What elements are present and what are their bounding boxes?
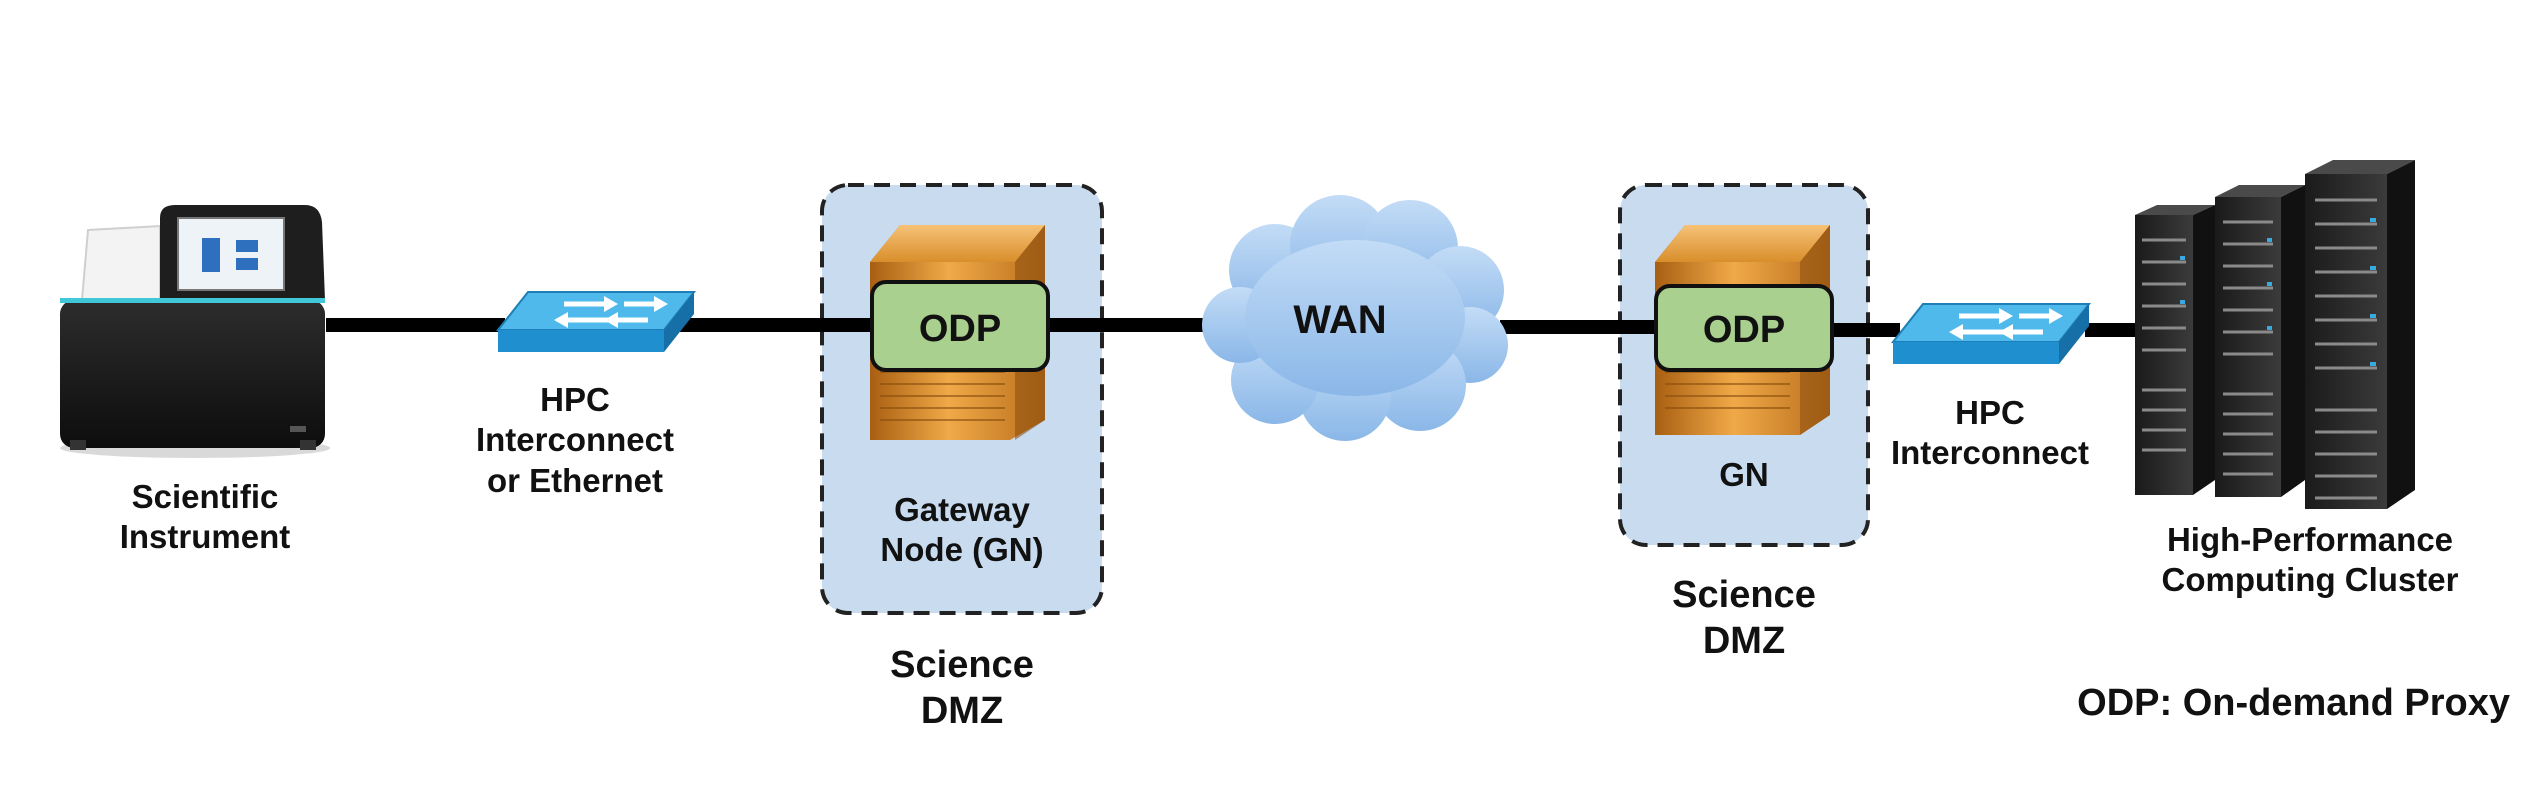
gateway-node-label-line-2: Node (GN) xyxy=(880,531,1044,569)
switch-left-label-line-3: or Ethernet xyxy=(486,461,664,499)
wan-label: WAN xyxy=(1293,298,1386,342)
dmz-right-label-line-2: DMZ xyxy=(1702,620,1786,663)
cluster-label: High-Performance Computing Cluster xyxy=(2120,520,2500,601)
wan-cloud-icon xyxy=(1202,195,1508,441)
odp-box-right xyxy=(1654,284,1834,372)
legend-text-line: ODP: On-demand Proxy xyxy=(2077,682,2510,724)
gateway-node-label-line-1: Gateway xyxy=(894,491,1030,528)
instrument-label: Scientific Instrument xyxy=(70,477,340,558)
legend-text: ODP: On-demand Proxy xyxy=(1980,680,2510,726)
instrument-label-line-1: Scientific xyxy=(131,478,279,515)
switch-left-label-line-1: HPC xyxy=(540,381,610,418)
gateway-node-label: Gateway Node (GN) xyxy=(842,490,1082,571)
cluster-label-line-2: Computing Cluster xyxy=(2161,561,2459,599)
odp-label-right: ODP xyxy=(1703,309,1785,351)
gn-label-line: GN xyxy=(1719,456,1769,493)
dmz-left-label-line-1: Science xyxy=(890,644,1034,686)
switch-right-label-line-2: Interconnect xyxy=(1890,434,2090,472)
server-rack-icon xyxy=(2135,160,2415,509)
gn-label: GN xyxy=(1664,455,1824,495)
network-switch-icon xyxy=(1890,303,2092,364)
connection-links xyxy=(326,318,2135,337)
scientific-instrument-icon xyxy=(60,205,330,458)
dmz-right-label-line-1: Science xyxy=(1672,574,1816,616)
switch-left-label: HPC Interconnect or Ethernet xyxy=(430,380,720,501)
dmz-right-label: Science DMZ xyxy=(1624,572,1864,665)
switch-right-label-line-1: HPC xyxy=(1955,394,2025,431)
odp-box-left xyxy=(870,280,1050,372)
dmz-left-label-line-2: DMZ xyxy=(920,690,1004,733)
instrument-label-line-2: Instrument xyxy=(119,518,291,556)
switch-right-label: HPC Interconnect xyxy=(1860,393,2120,474)
odp-label-left: ODP xyxy=(919,308,1001,350)
dmz-left-label: Science DMZ xyxy=(842,642,1082,735)
cluster-label-line-1: High-Performance xyxy=(2166,521,2454,558)
network-switch-icon xyxy=(495,291,697,352)
switch-left-label-line-2: Interconnect xyxy=(475,421,675,459)
